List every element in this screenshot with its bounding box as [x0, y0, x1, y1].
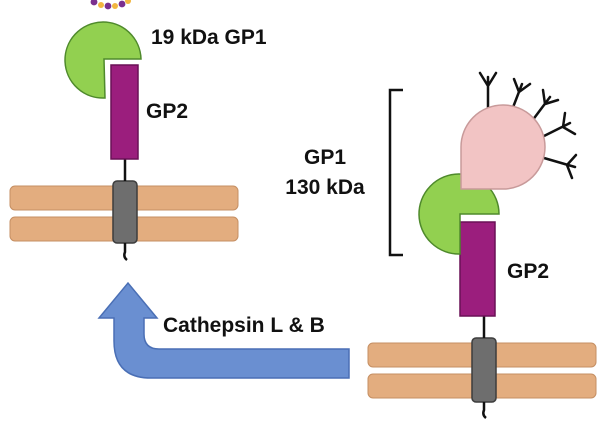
label-gp2-left: GP2	[146, 100, 188, 123]
left-gp1-subunit	[64, 21, 142, 99]
dot	[125, 0, 131, 4]
dot	[112, 3, 118, 9]
glycan	[510, 77, 532, 112]
glycan	[530, 88, 560, 123]
label-gp1-130kda-line2: 130 kDa	[285, 176, 365, 199]
right-transmembrane-domain	[471, 337, 497, 403]
right-gp1-subunit	[418, 173, 500, 255]
left-cytoplasmic-tail	[123, 243, 128, 261]
left-gp2-subunit	[110, 64, 139, 160]
glycan-cap	[460, 104, 546, 190]
label-gp2-right: GP2	[507, 260, 549, 283]
label-gp1-19kda: 19 kDa GP1	[151, 26, 267, 49]
label-gp1-130kda-line1: GP1	[304, 146, 346, 169]
dot	[90, 0, 98, 6]
dot	[118, 0, 126, 8]
glycan	[478, 71, 498, 110]
glycan	[540, 111, 577, 139]
cathepsin-arrow	[97, 281, 350, 379]
left-transmembrane-domain	[112, 180, 138, 244]
dot-cluster	[90, 0, 131, 10]
dot	[98, 2, 104, 8]
label-cathepsin: Cathepsin L & B	[163, 314, 325, 337]
right-cytoplasmic-tail	[482, 402, 487, 419]
size-bracket	[388, 88, 403, 257]
right-gp2-subunit	[459, 221, 496, 317]
dot	[104, 2, 112, 10]
glycan	[542, 153, 578, 180]
